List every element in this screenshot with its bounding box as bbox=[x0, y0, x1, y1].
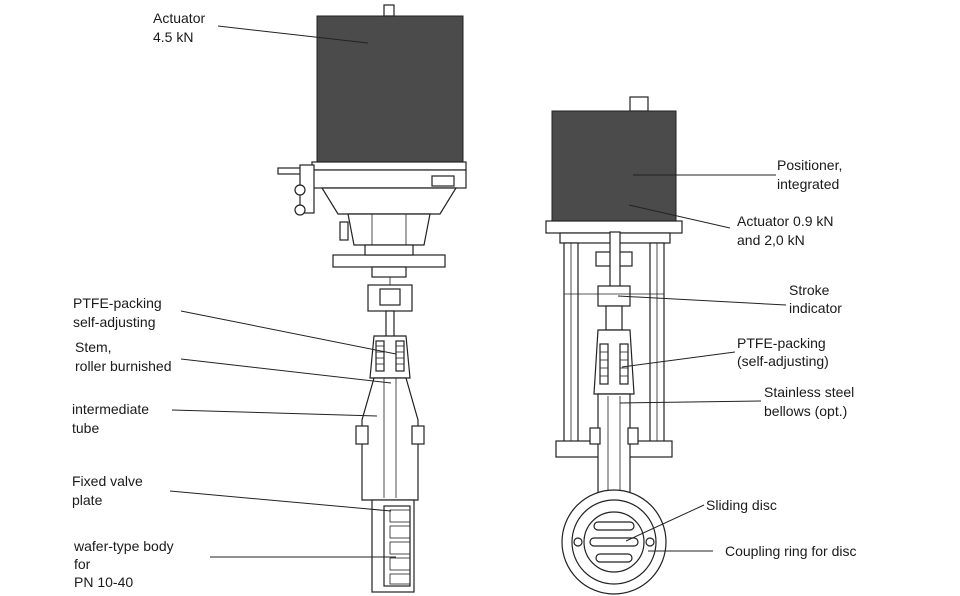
actuator-top-knob-right bbox=[629, 96, 649, 112]
label-coupling-ring: Coupling ring for disc bbox=[725, 543, 857, 559]
label-ptfe-packing-right: PTFE-packing (self-adjusting) bbox=[737, 335, 830, 369]
label-stem: Stem, roller burnished bbox=[75, 339, 172, 374]
label-actuator-0-9-kn: Actuator 0.9 kN and 2,0 kN bbox=[737, 213, 837, 248]
label-positioner: Positioner, integrated bbox=[777, 157, 846, 192]
label-actuator-4-5-kn: Actuator 4.5 kN bbox=[153, 10, 209, 45]
label-intermediate-tube: intermediate tube bbox=[72, 401, 153, 436]
left-valve-drawing bbox=[277, 4, 467, 593]
actuator-housing-right bbox=[551, 110, 677, 222]
label-wafer-type-body: wafer-type body for PN 10-40 bbox=[73, 538, 178, 590]
right-valve-drawing bbox=[545, 96, 683, 595]
labels: Actuator 4.5 kN PTFE-packing self-adjust… bbox=[72, 10, 858, 590]
actuator-housing-left bbox=[316, 15, 464, 165]
label-sliding-disc: Sliding disc bbox=[706, 497, 777, 513]
label-stainless-steel-bellows: Stainless steel bellows (opt.) bbox=[764, 384, 858, 419]
actuator-top-knob-left bbox=[383, 4, 395, 17]
leader-lines bbox=[169, 25, 787, 558]
label-fixed-valve-plate: Fixed valve plate bbox=[72, 473, 147, 508]
label-stroke-indicator: Stroke indicator bbox=[789, 282, 842, 316]
label-ptfe-packing-left: PTFE-packing self-adjusting bbox=[73, 295, 166, 330]
